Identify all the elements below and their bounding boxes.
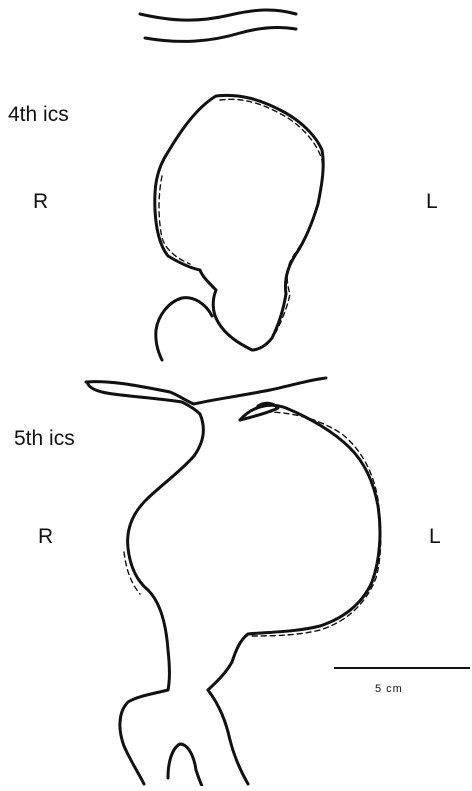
outline-4th-ics-vessel	[156, 298, 212, 360]
top-chest-wall-line-lower	[145, 28, 296, 42]
top-chest-wall-line-upper	[140, 10, 296, 20]
outline-4th-ics-solid	[155, 95, 323, 350]
outline-5th-ics-right-border	[120, 414, 203, 784]
left-label-4th-ics: L	[426, 191, 438, 212]
left-label-5th-ics: L	[429, 526, 441, 547]
section-label-4th-ics: 4th ics	[8, 104, 69, 125]
top-bar-5th-ics	[86, 378, 326, 404]
outline-5th-ics-inner-notch	[240, 403, 278, 420]
outline-5th-ics-left-ventricle	[208, 405, 380, 690]
section-label-5th-ics: 5th ics	[14, 428, 75, 449]
scale-bar-label: 5 cm	[375, 684, 403, 695]
right-label-4th-ics: R	[33, 191, 48, 212]
right-label-5th-ics: R	[38, 526, 53, 547]
outline-5th-ics-lower-loop	[168, 744, 202, 786]
outline-5th-ics-lower-vessel	[208, 690, 248, 784]
